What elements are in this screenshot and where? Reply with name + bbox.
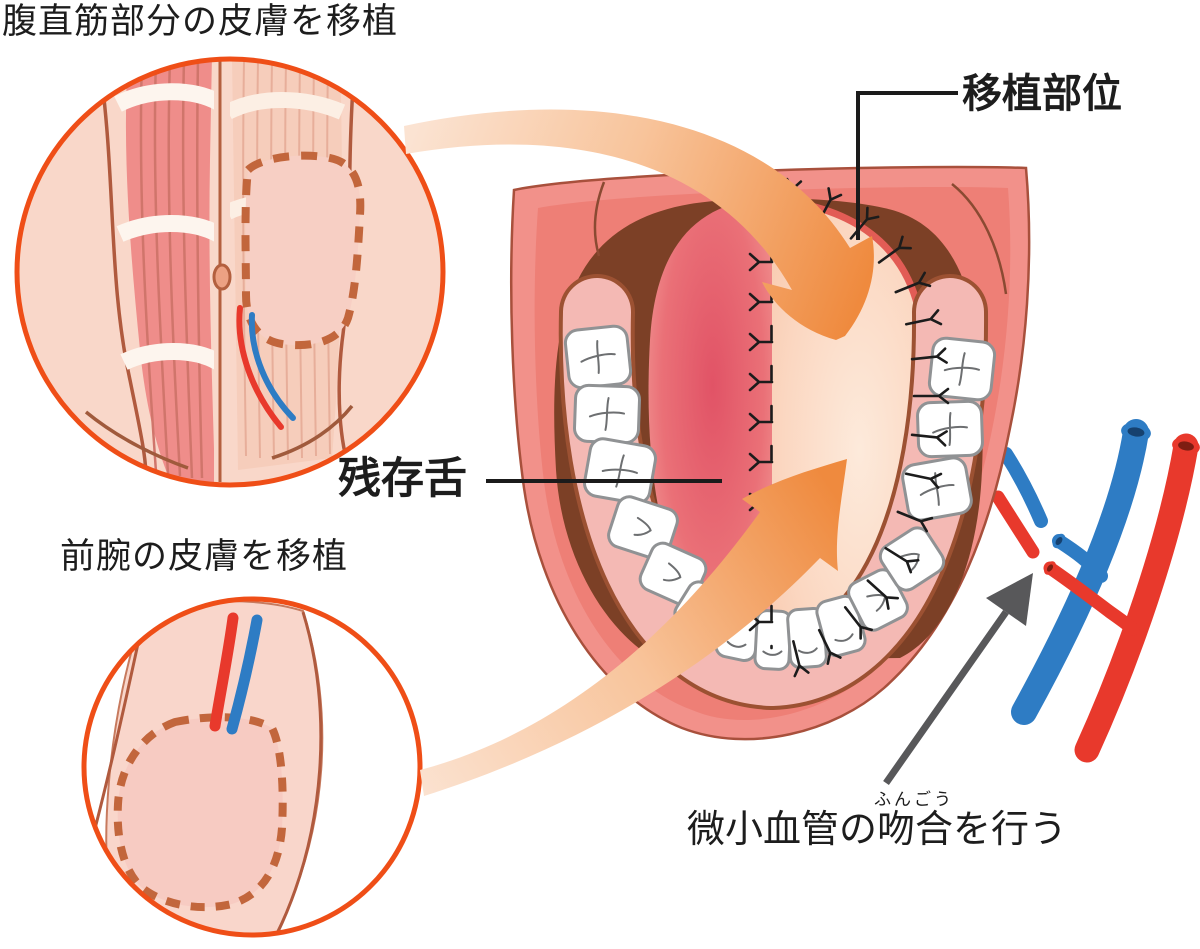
anastomosis-pointer-arrow xyxy=(883,573,1033,786)
artery-stub-from-graft xyxy=(991,490,1040,559)
tooth xyxy=(563,324,633,390)
forearm-edge-right xyxy=(272,611,323,935)
vein-stub-from-graft xyxy=(999,447,1048,528)
tendon-band-left-1 xyxy=(114,83,223,112)
tooth xyxy=(572,383,642,445)
forearm-inset-ring xyxy=(81,596,423,938)
graft-site-label-line xyxy=(856,91,958,240)
abdomen-graft-artery xyxy=(236,305,284,430)
forearm-graft-outline xyxy=(113,713,287,912)
tooth xyxy=(753,609,793,671)
abdomen-graft-label: 腹直筋部分の皮膚を移植 xyxy=(2,2,399,41)
remaining-tongue-label: 残存舌 xyxy=(338,455,467,503)
lip-crease-left xyxy=(593,181,606,257)
lip-crease-right xyxy=(951,183,1008,295)
artery-opening xyxy=(1172,436,1200,456)
forearm-vein xyxy=(226,614,263,735)
artery-branch-cut-end xyxy=(1044,561,1056,575)
body-contour-left xyxy=(98,65,149,485)
tendon-band-left-3 xyxy=(120,343,223,370)
inguinal-crease-right xyxy=(271,404,354,460)
teeth xyxy=(563,324,997,671)
anastomosis-furigana: ふんごう xyxy=(874,790,954,809)
abdomen-graft-vein xyxy=(248,312,296,421)
vein-branch-cut-end xyxy=(1052,533,1066,549)
abdomen-inset-ring xyxy=(14,56,446,488)
forearm-graft-label: 前腕の皮膚を移植 xyxy=(60,537,349,576)
tooth xyxy=(927,336,997,402)
anastomosis-label: 微小血管の吻合を行う xyxy=(687,809,1068,851)
abdomen-inset xyxy=(14,56,446,488)
forearm-inset xyxy=(81,596,423,938)
tooth xyxy=(901,456,973,522)
transfer-arrow-abdomen xyxy=(404,109,874,340)
tooth xyxy=(583,437,657,505)
artery-branch xyxy=(1043,561,1140,636)
exposed-muscle-striations xyxy=(139,59,204,479)
label-lines xyxy=(486,91,958,483)
inguinal-crease-left xyxy=(84,410,189,470)
tendon-band-right-1 xyxy=(224,92,346,120)
navel xyxy=(212,263,232,291)
blood-vessels-anastomosis xyxy=(991,419,1200,763)
tooth xyxy=(878,526,946,592)
vein-opening xyxy=(1121,422,1151,442)
abdomen-graft-outline xyxy=(241,151,365,350)
remaining-tongue-half xyxy=(648,198,772,646)
transfer-arrow-forearm xyxy=(420,459,847,796)
tendon-band-left-2 xyxy=(116,215,223,242)
graft-site-label: 移植部位 xyxy=(962,72,1122,116)
forearm-artery xyxy=(209,612,239,732)
tooth xyxy=(916,399,984,459)
artery-main xyxy=(1074,433,1199,763)
